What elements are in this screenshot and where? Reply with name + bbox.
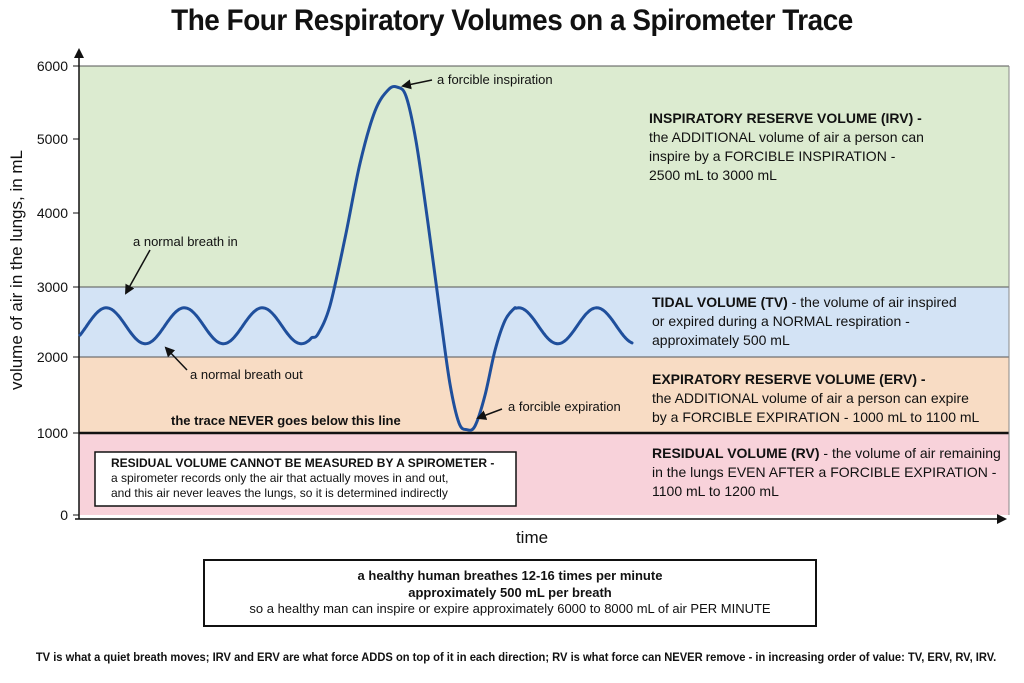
y-tick-label-6000: 6000 — [37, 58, 68, 74]
info-line-1: a healthy human breathes 12-16 times per… — [357, 568, 663, 583]
info-line-3: so a healthy man can inspire or expire a… — [249, 601, 771, 616]
tv-heading: TIDAL VOLUME (TV) — [652, 294, 788, 310]
never-below-label: the trace NEVER goes below this line — [171, 413, 401, 428]
forcible-inspiration-label: a forcible inspiration — [437, 72, 553, 87]
rv-note-line-2: and this air never leaves the lungs, so … — [111, 486, 448, 500]
footer-note: TV is what a quiet breath moves; IRV and… — [35, 650, 997, 664]
spirometer-trace — [78, 85, 634, 432]
y-tick-label-4000: 4000 — [37, 205, 68, 221]
irv-line-3: 2500 mL to 3000 mL — [649, 167, 777, 183]
normal-breath-out-arrow — [164, 346, 188, 371]
erv-line-2: by a FORCIBLE EXPIRATION - 1000 mL to 11… — [652, 409, 980, 425]
y-tick-label-0: 0 — [60, 507, 68, 523]
normal-breath-out-label: a normal breath out — [190, 367, 303, 382]
x-axis-label: time — [516, 528, 548, 547]
rv-line-1: RESIDUAL VOLUME (RV) - the volume of air… — [652, 445, 1001, 461]
irv-heading: INSPIRATORY RESERVE VOLUME (IRV) - — [649, 110, 922, 126]
y-tick-label-3000: 3000 — [37, 279, 68, 295]
breathing-info-box: a healthy human breathes 12-16 times per… — [203, 559, 817, 627]
rv-note-box — [94, 451, 517, 507]
normal-breath-in-label: a normal breath in — [133, 234, 238, 249]
erv-heading: EXPIRATORY RESERVE VOLUME (ERV) - — [652, 371, 926, 387]
tv-band — [79, 287, 1009, 357]
rv-line-1-rest: - the volume of air remaining — [820, 445, 1001, 461]
y-ticks — [73, 65, 79, 516]
y-tick-label-5000: 5000 — [37, 131, 68, 147]
forcible-expiration-arrow — [476, 408, 503, 420]
page-title: The Four Respiratory Volumes on a Spirom… — [171, 4, 853, 37]
forcible-expiration-label: a forcible expiration — [508, 399, 621, 414]
irv-line-2: inspire by a FORCIBLE INSPIRATION - — [649, 148, 896, 164]
erv-line-1: the ADDITIONAL volume of air a person ca… — [652, 390, 969, 406]
y-axis-label: volume of air in the lungs, in mL — [7, 150, 26, 390]
irv-band — [79, 66, 1009, 287]
rv-line-3: 1100 mL to 1200 mL — [652, 483, 779, 499]
rv-note-heading: RESIDUAL VOLUME CANNOT BE MEASURED BY A … — [111, 456, 494, 470]
tv-line-2: or expired during a NORMAL respiration - — [652, 313, 910, 329]
y-tick-label-2000: 2000 — [37, 349, 68, 365]
rv-note-line-1: a spirometer records only the air that a… — [111, 471, 449, 485]
rv-line-2: in the lungs EVEN AFTER a FORCIBLE EXPIR… — [652, 464, 997, 480]
info-line-2: approximately 500 mL per breath — [408, 584, 612, 600]
tv-line-1-rest: - the volume of air inspired — [788, 294, 957, 310]
rv-heading: RESIDUAL VOLUME (RV) — [652, 445, 820, 461]
erv-band — [79, 357, 1009, 433]
normal-breath-in-arrow — [125, 249, 151, 295]
forcible-inspiration-arrow — [401, 79, 433, 90]
irv-line-1: the ADDITIONAL volume of air a person ca… — [649, 129, 924, 145]
tv-line-3: approximately 500 mL — [652, 332, 790, 348]
tv-line-1: TIDAL VOLUME (TV) - the volume of air in… — [652, 294, 957, 310]
y-tick-label-1000: 1000 — [37, 425, 68, 441]
